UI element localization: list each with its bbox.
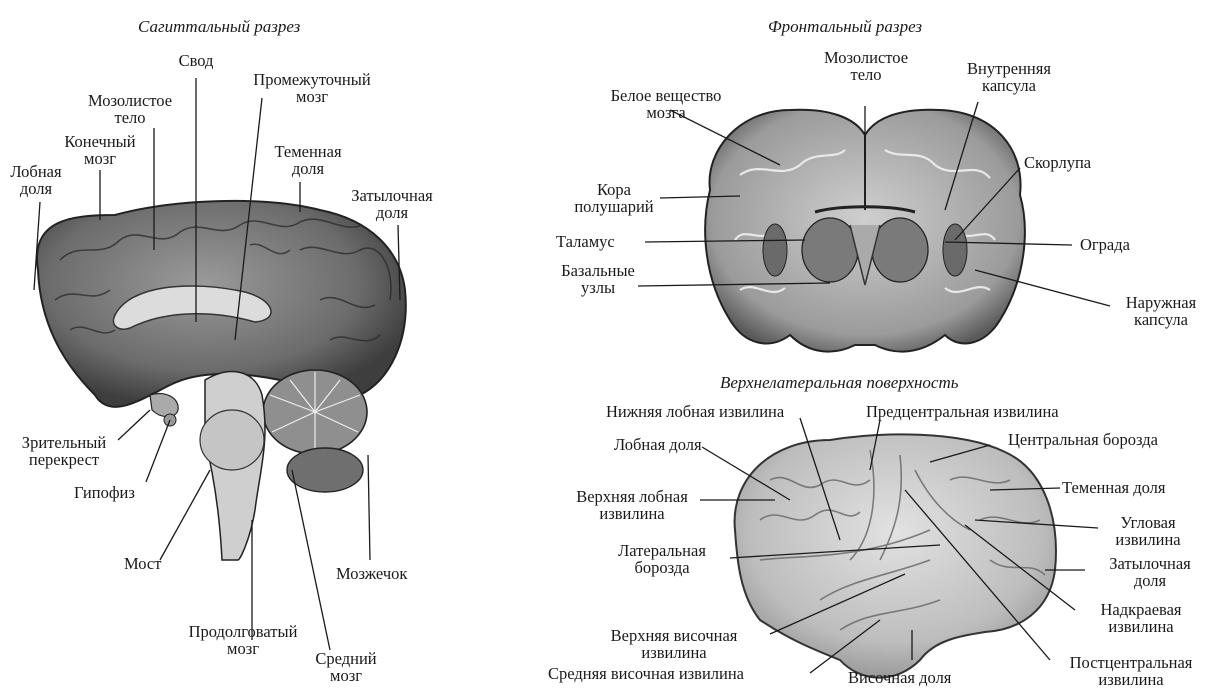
- label-talamus: Таламус: [556, 233, 615, 250]
- label-lateralnaya-line2: борозда: [598, 559, 726, 576]
- label-zatylochnaya-sag: Затылочная доля: [334, 187, 450, 221]
- label-promezhutochny-line2: мозг: [232, 88, 392, 105]
- label-zritelny-line2: перекрест: [8, 451, 120, 468]
- label-kora: Кора полушарий: [568, 181, 660, 215]
- label-lobnaya-sag-line1: Лобная: [4, 163, 68, 180]
- label-zatylochnaya-lat: Затылочная доля: [1090, 555, 1210, 589]
- label-kora-line1: Кора: [568, 181, 660, 198]
- label-ograda-text: Ограда: [1080, 235, 1130, 254]
- caption-frontal: Фронтальный разрез: [768, 17, 922, 37]
- label-most: Мост: [124, 555, 161, 572]
- label-mozolistoe-front-line2: тело: [808, 66, 924, 83]
- label-prodolgovaty: Продолговатый мозг: [164, 623, 322, 657]
- label-zatylochnaya-lat-line1: Затылочная: [1090, 555, 1210, 572]
- label-prodolgovaty-line1: Продолговатый: [164, 623, 322, 640]
- label-vnutrennyaya: Внутренняя капсула: [944, 60, 1074, 94]
- label-sredniy-line1: Средний: [300, 650, 392, 667]
- label-zatylochnaya-sag-line1: Затылочная: [334, 187, 450, 204]
- label-sredniy: Средний мозг: [300, 650, 392, 684]
- label-lateralnaya-line1: Латеральная: [598, 542, 726, 559]
- label-naruzhnaya-line2: капсула: [1114, 311, 1208, 328]
- label-beloe: Белое вещество мозга: [588, 87, 744, 121]
- sagittal-brain-illustration: [37, 201, 406, 560]
- label-nadkraevaya: Надкраевая извилина: [1082, 601, 1200, 635]
- label-mozolistoe-front-line1: Мозолистое: [808, 49, 924, 66]
- label-bazalnye: Базальные узлы: [550, 262, 646, 296]
- label-prodolgovaty-line2: мозг: [164, 640, 322, 657]
- label-postcentralnaya-line1: Постцентральная: [1048, 654, 1214, 671]
- label-nadkraevaya-line1: Надкраевая: [1082, 601, 1200, 618]
- label-mozolistoe-line1: Мозолистое: [70, 92, 190, 109]
- label-konechny-line1: Конечный: [46, 133, 154, 150]
- label-promezhutochny-line1: Промежуточный: [232, 71, 392, 88]
- label-srednyaya-visochnaya-text: Средняя височная извилина: [548, 664, 744, 683]
- label-verkhnyaya-visochnaya-line2: извилина: [576, 644, 772, 661]
- label-uglovaya-line1: Угловая: [1100, 514, 1196, 531]
- label-zritelny-line1: Зрительный: [8, 434, 120, 451]
- label-srednyaya-visochnaya: Средняя височная извилина: [548, 665, 744, 682]
- label-bazalnye-line2: узлы: [550, 279, 646, 296]
- label-gipofiz-text: Гипофиз: [74, 483, 135, 502]
- label-temennaya-sag: Теменная доля: [258, 143, 358, 177]
- label-gipofiz: Гипофиз: [74, 484, 135, 501]
- label-vnutrennyaya-line1: Внутренняя: [944, 60, 1074, 77]
- label-beloe-line2: мозга: [588, 104, 744, 121]
- label-uglovaya-line2: извилина: [1100, 531, 1196, 548]
- label-zatylochnaya-sag-line2: доля: [334, 204, 450, 221]
- caption-sagittal: Сагиттальный разрез: [138, 17, 300, 37]
- label-nizhnyaya-lobnaya-text: Нижняя лобная извилина: [606, 402, 784, 421]
- label-centralnaya-borozda-text: Центральная борозда: [1008, 430, 1158, 449]
- label-centralnaya-borozda: Центральная борозда: [1008, 431, 1158, 448]
- label-skorlupa: Скорлупа: [1024, 154, 1091, 171]
- label-temennaya-sag-line1: Теменная: [258, 143, 358, 160]
- label-verkhnyaya-visochnaya: Верхняя височная извилина: [576, 627, 772, 661]
- label-nadkraevaya-line2: извилина: [1082, 618, 1200, 635]
- label-mozolistoe-line2: тело: [70, 109, 190, 126]
- label-verkhnyaya-visochnaya-line1: Верхняя височная: [576, 627, 772, 644]
- label-postcentralnaya: Постцентральная извилина: [1048, 654, 1214, 688]
- label-verkhnyaya-lobnaya: Верхняя лобная извилина: [558, 488, 706, 522]
- label-verkhnyaya-lobnaya-line1: Верхняя лобная: [558, 488, 706, 505]
- label-lobnaya-lat-text: Лобная доля: [614, 435, 702, 454]
- label-ograda: Ограда: [1080, 236, 1130, 253]
- label-vnutrennyaya-line2: капсула: [944, 77, 1074, 94]
- label-sredniy-line2: мозг: [300, 667, 392, 684]
- label-temennaya-lat-text: Теменная доля: [1062, 478, 1166, 497]
- label-most-text: Мост: [124, 554, 161, 573]
- label-beloe-line1: Белое вещество: [588, 87, 744, 104]
- label-temennaya-sag-line2: доля: [258, 160, 358, 177]
- label-zatylochnaya-lat-line2: доля: [1090, 572, 1210, 589]
- lateral-brain-illustration: [735, 434, 1056, 677]
- label-uglovaya: Угловая извилина: [1100, 514, 1196, 548]
- label-mozzhechok: Мозжечок: [336, 565, 407, 582]
- label-verkhnyaya-lobnaya-line2: извилина: [558, 505, 706, 522]
- label-lobnaya-sag-line2: доля: [4, 180, 68, 197]
- label-bazalnye-line1: Базальные: [550, 262, 646, 279]
- label-lobnaya-lat: Лобная доля: [614, 436, 702, 453]
- label-naruzhnaya-line1: Наружная: [1114, 294, 1208, 311]
- label-mozzhechok-text: Мозжечок: [336, 564, 407, 583]
- label-predcentralnaya-text: Предцентральная извилина: [866, 402, 1059, 421]
- label-svod-text: Свод: [179, 51, 214, 70]
- label-mozolistoe: Мозолистое тело: [70, 92, 190, 126]
- label-lateralnaya: Латеральная борозда: [598, 542, 726, 576]
- label-mozolistoe-front: Мозолистое тело: [808, 49, 924, 83]
- label-naruzhnaya: Наружная капсула: [1114, 294, 1208, 328]
- label-visochnaya-text: Височная доля: [848, 668, 951, 687]
- label-postcentralnaya-line2: извилина: [1048, 671, 1214, 688]
- label-talamus-text: Таламус: [556, 232, 615, 251]
- label-visochnaya: Височная доля: [848, 669, 951, 686]
- label-lobnaya-sag: Лобная доля: [4, 163, 68, 197]
- label-svod: Свод: [172, 52, 220, 69]
- label-nizhnyaya-lobnaya: Нижняя лобная извилина: [606, 403, 784, 420]
- label-predcentralnaya: Предцентральная извилина: [866, 403, 1059, 420]
- label-promezhutochny: Промежуточный мозг: [232, 71, 392, 105]
- label-kora-line2: полушарий: [568, 198, 660, 215]
- label-konechny: Конечный мозг: [46, 133, 154, 167]
- label-zritelny: Зрительный перекрест: [8, 434, 120, 468]
- label-temennaya-lat: Теменная доля: [1062, 479, 1166, 496]
- label-skorlupa-text: Скорлупа: [1024, 153, 1091, 172]
- caption-lateral: Верхнелатеральная поверхность: [720, 373, 959, 393]
